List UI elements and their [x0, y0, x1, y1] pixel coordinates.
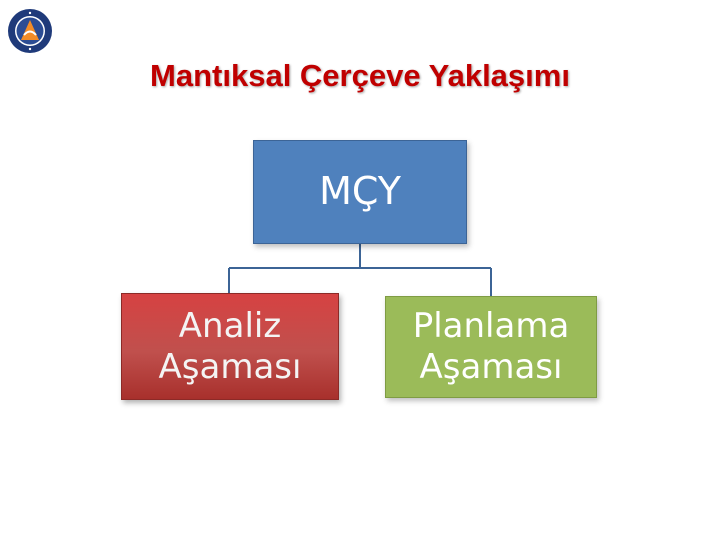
node-right-line2: Aşaması	[419, 347, 563, 387]
page-title: Mantıksal Çerçeve Yaklaşımı	[150, 58, 570, 93]
seal-graphic	[8, 9, 52, 53]
node-root-label: MÇY	[319, 169, 401, 214]
node-left-line2: Aşaması	[158, 346, 302, 387]
node-root-mcy: MÇY	[253, 140, 467, 244]
node-right-line1: Planlama	[412, 306, 570, 347]
university-seal-icon	[7, 8, 53, 54]
node-left-line1: Analiz	[178, 305, 282, 346]
node-planlama-asamasi: Planlama Aşaması	[385, 296, 597, 398]
node-analiz-asamasi: Analiz Aşaması	[121, 293, 339, 400]
